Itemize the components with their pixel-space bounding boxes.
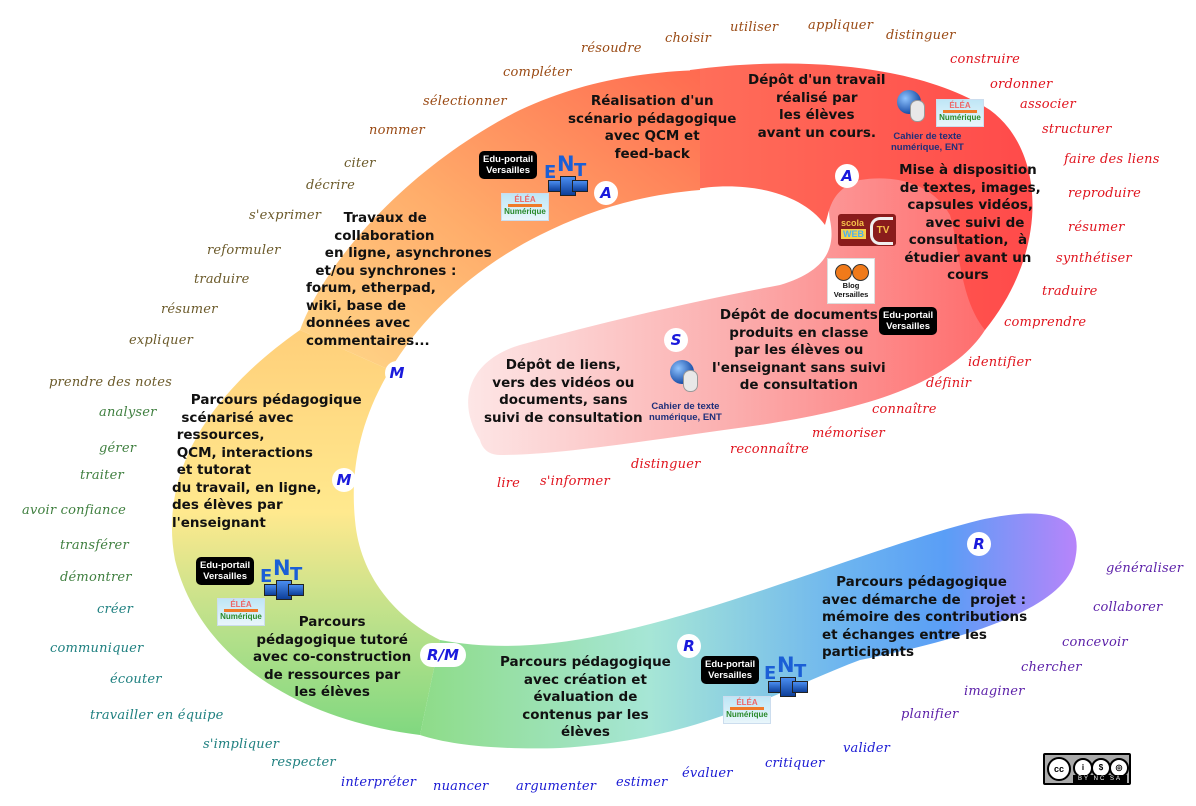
verb-label: évaluer [682, 766, 733, 781]
verb-label: nuancer [433, 779, 489, 794]
verb-label: résumer [1068, 220, 1125, 235]
cahier-texte-label: Cahier de texte numérique, ENT [891, 131, 964, 153]
verb-label: comprendre [1004, 315, 1087, 330]
verb-label: nommer [369, 123, 425, 138]
band-orange [300, 70, 700, 370]
verb-label: traduire [194, 272, 250, 287]
verb-label: s'exprimer [249, 208, 322, 223]
verb-label: associer [1020, 97, 1076, 112]
verb-label: critiquer [765, 756, 825, 771]
verb-label: définir [926, 376, 972, 391]
verb-label: respecter [271, 755, 336, 770]
verb-label: résoudre [581, 41, 642, 56]
block-realisation-scenario: Réalisation d'un scénario pédagogique av… [568, 93, 737, 162]
verb-label: imaginer [964, 684, 1025, 699]
verb-label: expliquer [129, 333, 194, 348]
badge-a-right: A [835, 164, 859, 188]
verb-label: sélectionner [423, 94, 507, 109]
block-depot-documents: Dépôt de documents produits en classe pa… [712, 307, 886, 393]
verb-label: structurer [1042, 122, 1112, 137]
verb-label: démontrer [60, 570, 132, 585]
verb-label: reconnaître [730, 442, 810, 457]
band-yellow-green [171, 330, 440, 735]
verb-label: synthétiser [1056, 251, 1132, 266]
badge-r-m: R/M [420, 643, 466, 667]
block-parcours-scenarise: Parcours pédagogique scénarisé avec ress… [172, 392, 362, 531]
verb-label: prendre des notes [49, 375, 172, 390]
verb-label: argumenter [516, 779, 597, 794]
verb-label: chercher [1021, 660, 1082, 675]
globe-mouse-icon [897, 90, 927, 122]
badge-m-upper: M [385, 361, 409, 385]
verb-label: faire des liens [1064, 152, 1160, 167]
block-parcours-creation: Parcours pédagogique avec création et év… [500, 654, 671, 740]
block-depot-travail: Dépôt d'un travail réalisé par les élève… [748, 72, 886, 141]
edu-portail-logo: Edu-portail Versailles [879, 307, 938, 335]
verb-label: résumer [161, 302, 218, 317]
verb-label: appliquer [808, 18, 874, 33]
verb-label: compléter [503, 65, 572, 80]
verb-label: s'informer [540, 474, 610, 489]
band-bottom [420, 513, 1077, 749]
verb-label: avoir confiance [22, 503, 126, 518]
verb-label: interpréter [341, 775, 417, 790]
block-travaux-collaboration: Travaux de collaboration en ligne, async… [306, 210, 492, 349]
verb-label: s'impliquer [203, 737, 280, 752]
block-parcours-tutore: Parcours pédagogique tutoré avec co-cons… [253, 614, 412, 700]
verb-label: écouter [110, 672, 162, 687]
verb-label: mémoriser [812, 426, 885, 441]
verb-label: choisir [665, 31, 712, 46]
verb-label: distinguer [631, 457, 701, 472]
verb-label: traduire [1042, 284, 1098, 299]
badge-r-purple: R [967, 532, 991, 556]
verb-label: connaître [872, 402, 937, 417]
verb-label: planifier [901, 707, 959, 722]
verb-label: valider [843, 741, 891, 756]
verb-label: reproduire [1068, 186, 1142, 201]
block-depot-liens: Dépôt de liens, vers des vidéos ou docum… [484, 357, 643, 426]
verb-label: reformuler [207, 243, 281, 258]
badge-m-lower: M [332, 468, 356, 492]
globe-mouse-icon [670, 360, 700, 392]
verb-label: utiliser [730, 20, 779, 35]
edu-portail-logo: Edu-portail Versailles [196, 557, 255, 585]
verb-label: concevoir [1062, 635, 1128, 650]
verb-label: travailler en équipe [90, 708, 224, 723]
verb-label: décrire [306, 178, 355, 193]
edu-portail-logo: Edu-portail Versailles [479, 151, 538, 179]
verb-label: estimer [616, 775, 668, 790]
verb-label: distinguer [886, 28, 956, 43]
verb-label: identifier [968, 355, 1031, 370]
verb-label: ordonner [990, 77, 1053, 92]
edu-portail-logo: Edu-portail Versailles [701, 656, 760, 684]
blog-versailles-logo-icon: Blog Versailles [827, 258, 875, 304]
cc-by-nc-sa-license-icon[interactable]: cc i $ ◎ BY NC SA [1043, 753, 1131, 785]
verb-label: communiquer [50, 641, 144, 656]
verb-label: lire [497, 476, 521, 491]
verb-label: collaborer [1093, 600, 1163, 615]
badge-a-top: A [594, 181, 618, 205]
band-red [690, 63, 1033, 330]
verb-label: traiter [80, 468, 124, 483]
verb-label: créer [97, 602, 134, 617]
verb-label: gérer [99, 441, 137, 456]
verb-label: citer [344, 156, 376, 171]
verb-label: analyser [99, 405, 157, 420]
cahier-texte-label: Cahier de texte numérique, ENT [649, 401, 722, 423]
badge-r-bottom: R [677, 634, 701, 658]
block-parcours-projet: Parcours pédagogique avec démarche de pr… [822, 574, 1028, 660]
verb-label: généraliser [1106, 561, 1184, 576]
verb-label: construire [950, 52, 1021, 67]
block-mise-a-disposition: Mise à disposition de textes, images, ca… [899, 162, 1041, 283]
verb-label: transférer [60, 538, 129, 553]
badge-s: S [664, 328, 688, 352]
